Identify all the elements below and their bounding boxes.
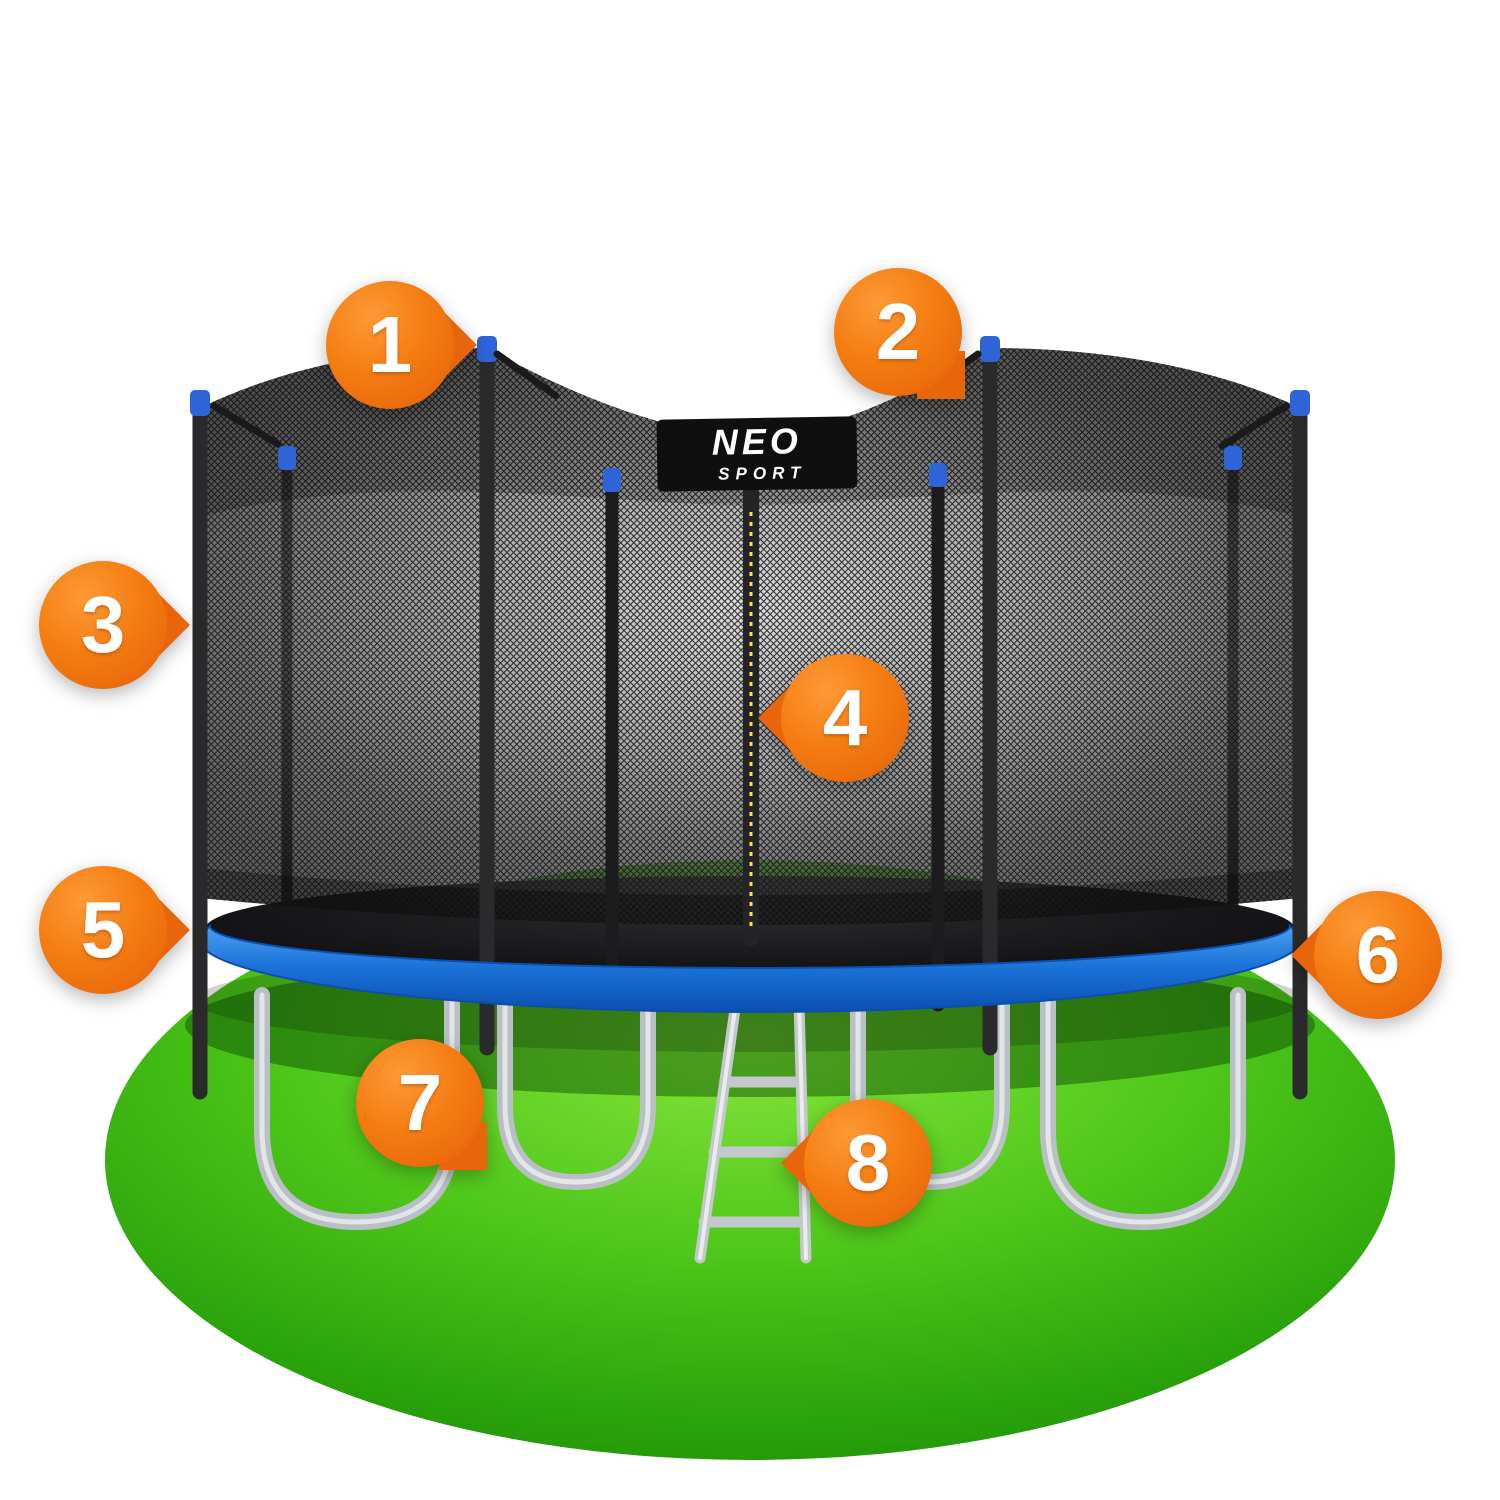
ladder-highlight — [698, 1000, 808, 1260]
logo-sport: SPORT — [718, 463, 807, 484]
front-poles — [479, 340, 998, 1056]
pole-cap-front-right — [980, 336, 1000, 362]
pole-cap-rear-right — [1224, 446, 1242, 470]
inner-net-poles — [605, 468, 945, 1012]
marker-pin — [326, 281, 454, 409]
marker-number: 8 — [845, 1118, 891, 1207]
marker-pin — [781, 654, 909, 782]
grass — [105, 860, 1395, 1460]
net-banner: NEO SPORT — [656, 416, 858, 492]
marker-pin — [39, 561, 167, 689]
callout-marker-2: 2 — [834, 268, 965, 399]
marker-number: 6 — [1355, 910, 1401, 999]
pole-cap-outer-left — [190, 390, 210, 416]
net-strap-2 — [493, 350, 560, 400]
callout-marker-7: 7 — [356, 1039, 487, 1170]
logo-neo: NEO — [711, 420, 802, 463]
marker-number: 7 — [397, 1058, 443, 1147]
pole-cap-inner-right — [929, 463, 947, 487]
callout-marker-1: 1 — [326, 281, 477, 409]
net-strap-1 — [210, 402, 282, 448]
outer-poles — [192, 394, 1308, 1100]
marker-pin — [39, 866, 167, 994]
callout-marker-8: 8 — [781, 1099, 932, 1227]
callout-marker-3: 3 — [39, 561, 190, 689]
marker-number: 3 — [80, 580, 126, 669]
callout-marker-6: 6 — [1291, 891, 1442, 1019]
marker-pin — [804, 1099, 932, 1227]
marker-number: 2 — [875, 287, 921, 376]
net-top-band — [200, 348, 1300, 515]
marker-pin — [834, 268, 962, 396]
callout-marker-5: 5 — [39, 866, 190, 994]
marker-number: 1 — [367, 300, 413, 389]
net-strap-4 — [1218, 402, 1290, 450]
pole-cap-outer-right — [1290, 390, 1310, 416]
marker-pin — [356, 1039, 484, 1167]
pole-cap-rear-left — [278, 446, 296, 470]
callout-marker-4: 4 — [758, 654, 909, 782]
marker-pin — [1314, 891, 1442, 1019]
marker-number: 5 — [80, 885, 126, 974]
pole-cap-front-left — [477, 336, 497, 362]
pole-cap-inner-left — [603, 468, 621, 492]
marker-number: 4 — [822, 673, 868, 762]
